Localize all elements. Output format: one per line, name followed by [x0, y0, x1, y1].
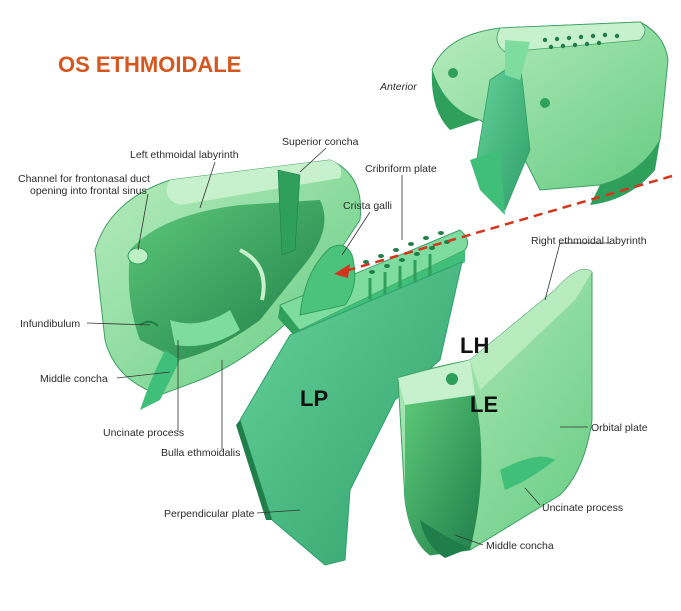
marker-lp: LP: [300, 386, 328, 411]
infundibulum-label: Infundibulum: [20, 318, 80, 330]
marker-le: LE: [470, 392, 498, 417]
uncinate-process-right-label: Uncinate process: [542, 502, 623, 514]
left-labyrinth-figure: [94, 159, 362, 410]
anterior-direction-arrow: [334, 174, 673, 278]
left-labyrinth-label: Left ethmoidal labyrinth: [130, 149, 239, 161]
perpendicular-plate-label: Perpendicular plate: [164, 508, 255, 520]
middle-concha-left-label: Middle concha: [40, 373, 108, 385]
leader-lines: [86, 147, 610, 546]
orbital-plate-label: Orbital plate: [591, 422, 648, 434]
cribriform-plate-label: Cribriform plate: [365, 163, 437, 175]
middle-concha-right-label: Middle concha: [486, 540, 554, 552]
diagram-title: OS ETHMOIDALE: [58, 52, 241, 77]
crista-galli-label: Crista galli: [343, 200, 392, 212]
right-labyrinth-label: Right ethmoidal labyrinth: [531, 235, 647, 247]
superior-concha-label: Superior concha: [282, 136, 359, 148]
uncinate-process-left-label: Uncinate process: [103, 427, 184, 439]
channel-label-line1: Channel for frontonasal duct: [18, 173, 150, 185]
anterior-label: Anterior: [379, 81, 417, 93]
channel-label-line2: opening into frontal sinus: [30, 185, 147, 197]
marker-lh: LH: [460, 333, 489, 358]
bulla-ethmoidalis-label: Bulla ethmoidalis: [161, 447, 240, 459]
right-labyrinth-figure: [397, 268, 593, 558]
anterior-view-figure: [431, 21, 669, 215]
perpendicular-plate-edge: [236, 420, 272, 520]
